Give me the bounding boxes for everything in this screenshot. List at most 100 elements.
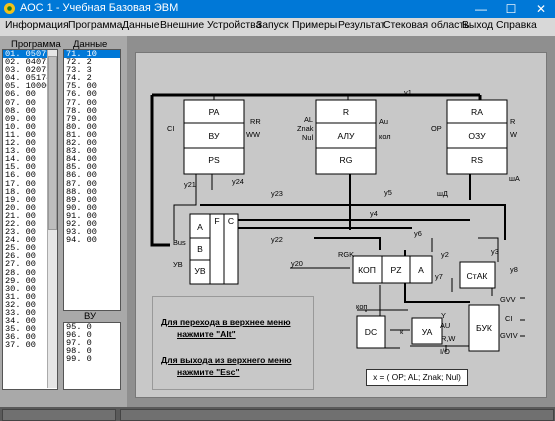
menu-exit[interactable]: Выход: [462, 20, 494, 31]
list-item[interactable]: 35. 00: [5, 324, 36, 335]
label-bu: ВУ: [209, 131, 220, 141]
list-item[interactable]: 01. 05071: [3, 50, 57, 58]
menu-program[interactable]: Программа: [68, 20, 123, 31]
help-line-2: нажмите "Alt": [177, 329, 236, 339]
list-item[interactable]: 94. 00: [66, 235, 97, 246]
list-item[interactable]: 81. 00: [66, 129, 97, 140]
list-item[interactable]: 07. 00: [5, 97, 36, 108]
list-item[interactable]: 92. 00: [66, 218, 97, 229]
list-item[interactable]: 37. 00: [5, 340, 36, 351]
list-item[interactable]: 06. 00: [5, 89, 36, 100]
maximize-button[interactable]: ☐: [505, 2, 517, 16]
list-item[interactable]: 16. 00: [5, 170, 36, 181]
list-item[interactable]: 79. 00: [66, 113, 97, 124]
list-item[interactable]: 77. 00: [66, 97, 97, 108]
block-ua: [411, 317, 443, 345]
list-item[interactable]: 74. 2: [66, 73, 92, 84]
list-item[interactable]: 82. 00: [66, 138, 97, 149]
list-item[interactable]: 18. 00: [5, 186, 36, 197]
list-item[interactable]: 12. 00: [5, 138, 36, 149]
list-item[interactable]: 99. 0: [66, 354, 92, 365]
list-item[interactable]: 78. 00: [66, 105, 97, 116]
menu-examples[interactable]: Примеры: [292, 20, 338, 31]
list-item[interactable]: 76. 00: [66, 89, 97, 100]
list-item[interactable]: 08. 00: [5, 105, 36, 116]
list-item[interactable]: 03. 02073: [5, 65, 52, 76]
list-item[interactable]: 75. 00: [66, 81, 97, 92]
list-item[interactable]: 93. 00: [66, 227, 97, 238]
signal-gvv: GVV: [500, 295, 516, 304]
program-scrollbar[interactable]: [47, 50, 57, 388]
menu-result[interactable]: Результат: [338, 20, 386, 31]
signal-au2: AU: [440, 321, 450, 330]
list-item[interactable]: 10. 00: [5, 121, 36, 132]
list-item[interactable]: 33. 00: [5, 308, 36, 318]
list-item[interactable]: 21. 00: [5, 210, 36, 221]
list-item[interactable]: 85. 00: [66, 162, 97, 173]
list-item[interactable]: 28. 00: [5, 267, 36, 278]
help-line-4: нажмите "Esc": [177, 367, 240, 377]
list-item[interactable]: 17. 00: [5, 178, 36, 189]
list-item[interactable]: 73. 3: [66, 65, 92, 76]
menu-devices[interactable]: Внешние Устройства: [160, 20, 262, 31]
menu-info[interactable]: Информация: [5, 20, 69, 31]
list-item[interactable]: 87. 00: [66, 178, 97, 189]
menu-data[interactable]: Данные: [122, 20, 160, 31]
list-item[interactable]: 04. 05174: [5, 73, 52, 84]
block-buk: [468, 304, 500, 352]
list-item[interactable]: 13. 00: [5, 146, 36, 157]
list-item[interactable]: 34. 00: [5, 316, 36, 327]
menu-help[interactable]: Справка: [496, 20, 537, 31]
list-item[interactable]: 72. 2: [66, 57, 92, 68]
list-item[interactable]: 29. 00: [5, 275, 36, 286]
list-item[interactable]: 80. 00: [66, 121, 97, 132]
list-item[interactable]: 36. 00: [5, 332, 36, 343]
list-item[interactable]: 31. 00: [5, 291, 36, 302]
block-dc: [356, 315, 386, 349]
list-item[interactable]: 15. 00: [5, 162, 36, 173]
list-item[interactable]: 22. 00: [5, 218, 36, 229]
list-item[interactable]: 14. 00: [5, 154, 36, 165]
label-r: R: [343, 107, 349, 117]
list-item[interactable]: 02. 04072: [5, 57, 52, 68]
list-item[interactable]: 23. 00: [5, 227, 36, 238]
label-a: A: [197, 222, 203, 232]
list-item[interactable]: 88. 00: [66, 186, 97, 197]
menu-run[interactable]: Запуск: [256, 20, 289, 31]
list-item[interactable]: 09. 00: [5, 113, 36, 124]
list-item[interactable]: 89. 00: [66, 194, 97, 205]
signal-rw: R,W: [441, 334, 455, 343]
list-item[interactable]: 11. 00: [5, 129, 36, 140]
list-item[interactable]: 27. 00: [5, 259, 36, 270]
list-item[interactable]: 91. 00: [66, 210, 97, 221]
menu-stack[interactable]: Стековая область: [383, 20, 470, 31]
list-item[interactable]: 98. 0: [66, 346, 92, 357]
list-item[interactable]: 05. 10000: [5, 81, 52, 92]
list-item[interactable]: 32. 00: [5, 299, 36, 310]
vu-header: ВУ: [84, 311, 97, 322]
list-item[interactable]: 95. 0: [66, 322, 92, 332]
list-item[interactable]: 96. 0: [66, 330, 92, 341]
list-item[interactable]: 97. 0: [66, 338, 92, 349]
list-item[interactable]: 84. 00: [66, 154, 97, 165]
list-item[interactable]: 20. 00: [5, 202, 36, 213]
list-item[interactable]: 30. 00: [5, 283, 36, 294]
list-item[interactable]: 25. 00: [5, 243, 36, 254]
close-button[interactable]: ✕: [535, 2, 547, 16]
status-segment-left: [2, 409, 116, 421]
block-ra-ozu-rs: [446, 99, 508, 175]
list-item[interactable]: 83. 00: [66, 146, 97, 157]
signal-y6: y6: [414, 229, 422, 238]
list-item[interactable]: 86. 00: [66, 170, 97, 181]
program-scroll-thumb[interactable]: [48, 56, 57, 230]
list-item[interactable]: 26. 00: [5, 251, 36, 262]
list-item[interactable]: 71. 10: [64, 50, 120, 58]
list-item[interactable]: 90. 00: [66, 202, 97, 213]
list-item[interactable]: 19. 00: [5, 194, 36, 205]
minimize-button[interactable]: —: [475, 2, 487, 16]
status-bar: [0, 407, 555, 421]
list-item[interactable]: 24. 00: [5, 235, 36, 246]
